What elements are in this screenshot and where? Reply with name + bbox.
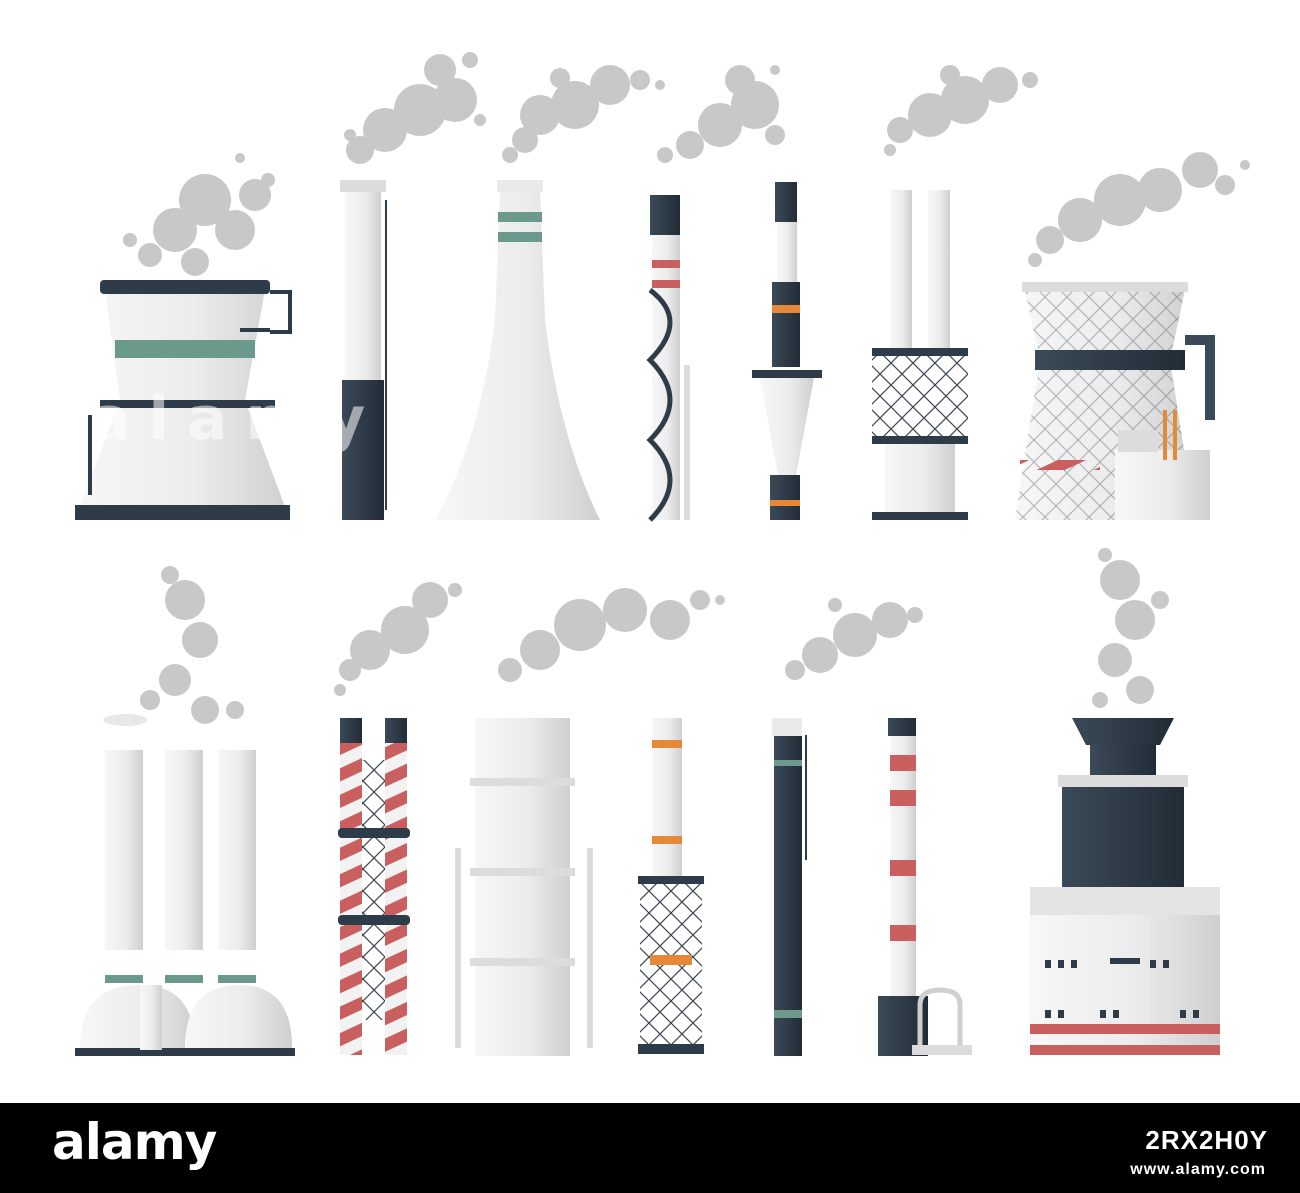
smokestack-icon — [646, 195, 690, 522]
stock-id: 2RX2H0Y — [1145, 1125, 1268, 1155]
alamy-logo: alamy — [52, 1113, 217, 1171]
smokestack-icon — [878, 718, 972, 1056]
smokestack-icon — [340, 180, 387, 520]
smokestack-icon — [752, 182, 822, 520]
smokestack-icon — [75, 714, 295, 1056]
smokestack-icon — [435, 180, 600, 520]
footer-bar: alamy 2RX2H0Y www.alamy.com — [0, 1103, 1300, 1193]
smokestack-icon — [638, 718, 704, 1054]
cooling-tower-icon — [1015, 282, 1215, 520]
smokestack-icon — [338, 718, 410, 1055]
cooling-tower-icon — [75, 280, 292, 520]
smokestack-icon — [872, 190, 968, 520]
smoke-cloud-icon — [119, 52, 1250, 726]
factory-chimney-illustration — [75, 52, 1250, 1056]
smokestack-icon — [772, 718, 807, 1056]
cooling-tower-icon — [1030, 718, 1220, 1055]
site-url: www.alamy.com — [1130, 1161, 1266, 1178]
smokestack-icon — [455, 718, 593, 1056]
